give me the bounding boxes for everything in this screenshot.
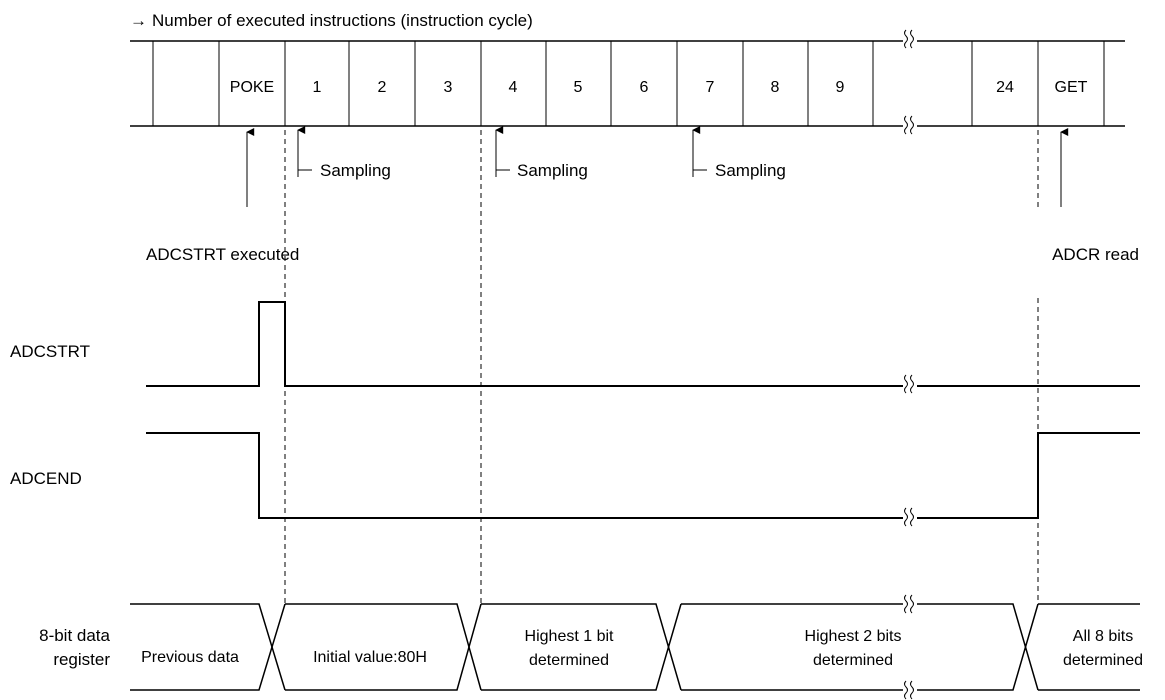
- cycle-labels: POKE 1 2 3 4 5 6 7 8 9 24 GET: [230, 79, 1088, 96]
- cycle-label-5: 5: [574, 79, 583, 96]
- cycle-label-1: 1: [313, 79, 322, 96]
- header-arrow: →: [130, 11, 147, 30]
- cycle-label-24: 24: [996, 79, 1014, 96]
- sampling-label-1: Sampling: [320, 161, 391, 180]
- register-highest1-line2: determined: [529, 652, 609, 669]
- break-marks: [904, 29, 914, 700]
- sampling-marker-1: Sampling: [297, 126, 391, 180]
- cycle-label-get: GET: [1055, 79, 1088, 96]
- cycle-label-3: 3: [444, 79, 453, 96]
- register-highest1-line1: Highest 1 bit: [525, 628, 614, 645]
- sampling-label-2: Sampling: [517, 161, 588, 180]
- register-all8-line1: All 8 bits: [1073, 628, 1133, 645]
- cycle-label-4: 4: [509, 79, 518, 96]
- adcend-signal-label: ADCEND: [10, 469, 82, 488]
- reference-dashed-lines: [284, 130, 1039, 604]
- adcstrt-signal-label: ADCSTRT: [10, 342, 90, 361]
- register-all8-line2: determined: [1063, 652, 1143, 669]
- sampling-marker-2: Sampling: [495, 126, 588, 180]
- cycle-label-7: 7: [706, 79, 715, 96]
- instruction-cycle-table: [130, 40, 1125, 127]
- register-highest2-line1: Highest 2 bits: [805, 628, 902, 645]
- register-signal-label-line1: 8-bit data: [39, 626, 110, 645]
- sampling-marker-3: Sampling: [692, 126, 786, 180]
- register-bus-waveform: [130, 603, 1140, 691]
- cycle-label-6: 6: [640, 79, 649, 96]
- register-signal-label-line2: register: [53, 650, 110, 669]
- cycle-label-9: 9: [836, 79, 845, 96]
- adcstrt-executed-label: ADCSTRT executed: [146, 245, 299, 264]
- header-title: Number of executed instructions (instruc…: [152, 11, 533, 30]
- register-previous-data: Previous data: [141, 649, 239, 666]
- adcend-waveform: [146, 432, 1140, 519]
- cycle-label-poke: POKE: [230, 79, 274, 96]
- cycle-label-2: 2: [378, 79, 387, 96]
- register-highest2-line2: determined: [813, 652, 893, 669]
- register-initial-value: Initial value:80H: [313, 649, 427, 666]
- adcstrt-waveform: [146, 301, 1140, 387]
- cycle-dividers: [152, 41, 1105, 126]
- sampling-label-3: Sampling: [715, 161, 786, 180]
- cycle-label-8: 8: [771, 79, 780, 96]
- adcr-read-label: ADCR read: [1052, 245, 1139, 264]
